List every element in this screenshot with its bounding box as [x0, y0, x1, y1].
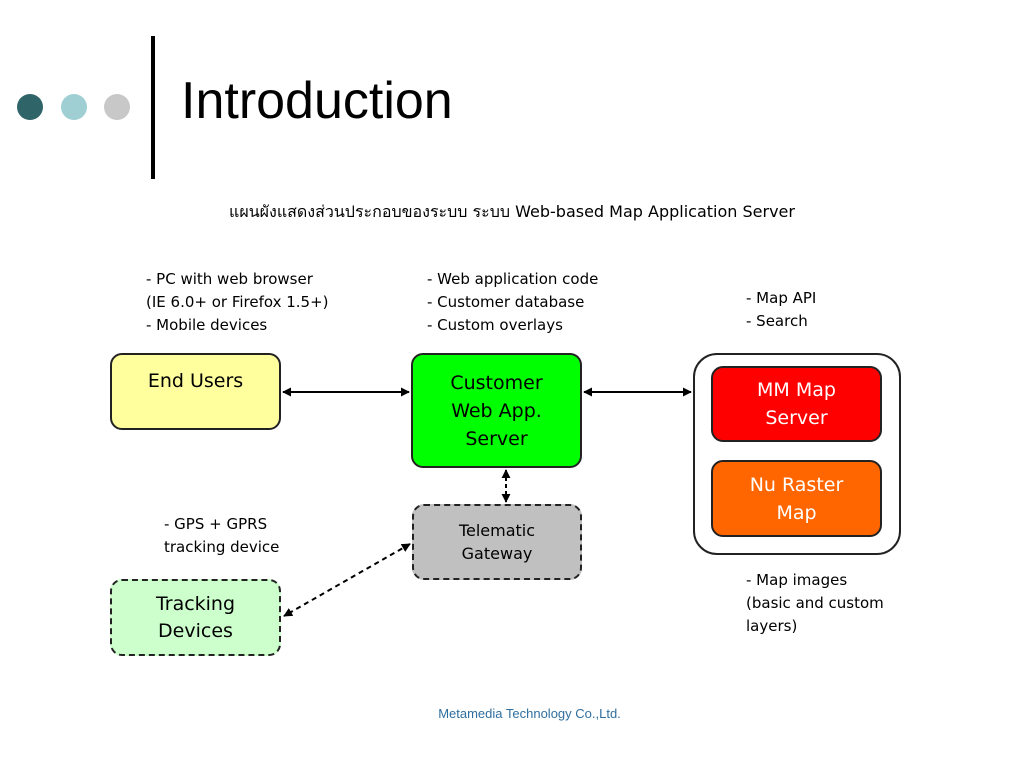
box-label: Customer — [450, 371, 543, 394]
telematic-gateway-box: Telematic Gateway — [412, 504, 582, 580]
tracking-note-line: tracking device — [164, 538, 280, 556]
title-divider — [151, 36, 155, 179]
tracking-devices-box: Tracking Devices — [110, 579, 281, 656]
end-users-note-line: - PC with web browser — [146, 270, 313, 288]
box-label: Web App. — [451, 399, 542, 422]
web-app-note: - Web application code - Customer databa… — [427, 268, 598, 337]
slide-title: Introduction — [181, 72, 453, 130]
end-users-note-line: (IE 6.0+ or Firefox 1.5+) — [146, 293, 329, 311]
box-label: Map — [776, 501, 817, 524]
bullet-dot-gray — [104, 94, 130, 120]
slide-footer: Metamedia Technology Co.,Ltd. — [438, 706, 621, 721]
web-app-note-line: - Custom overlays — [427, 316, 563, 334]
web-app-note-line: - Web application code — [427, 270, 599, 288]
map-server-note-line: - Map API — [746, 289, 817, 307]
box-label: Telematic — [458, 521, 536, 540]
end-users-box: End Users — [110, 353, 281, 430]
raster-note-line: (basic and custom — [746, 594, 884, 612]
box-label: Server — [765, 407, 828, 429]
box-label: End Users — [147, 370, 244, 392]
end-users-note-line: - Mobile devices — [146, 316, 268, 334]
tracking-note-line: - GPS + GPRS — [164, 515, 268, 533]
raster-note: - Map images (basic and custom layers) — [746, 569, 884, 638]
slide-subtitle: แผนผังแสดงส่วนประกอบของระบบ ระบบ Web-bas… — [229, 202, 795, 221]
box-label: MM Map — [757, 379, 836, 401]
nu-raster-map-box: Nu Raster Map — [711, 460, 882, 537]
bullet-dot-dark — [17, 94, 43, 120]
box-label: Devices — [158, 619, 233, 642]
arrow-gateway-tracking — [283, 543, 411, 617]
box-label: Gateway — [461, 544, 533, 563]
box-label: Server — [465, 427, 528, 450]
web-app-note-line: - Customer database — [427, 293, 585, 311]
end-users-note: - PC with web browser (IE 6.0+ or Firefo… — [146, 268, 329, 337]
mm-map-server-box: MM Map Server — [711, 366, 882, 442]
bullet-dot-light — [61, 94, 87, 120]
box-label: Nu Raster — [749, 473, 844, 496]
customer-server-box: Customer Web App. Server — [411, 353, 582, 468]
map-server-note: - Map API - Search — [746, 287, 816, 333]
raster-note-line: - Map images — [746, 571, 848, 589]
map-server-note-line: - Search — [746, 312, 808, 330]
raster-note-line: layers) — [746, 617, 798, 635]
box-label: Tracking — [155, 592, 236, 615]
tracking-note: - GPS + GPRS tracking device — [164, 513, 279, 559]
